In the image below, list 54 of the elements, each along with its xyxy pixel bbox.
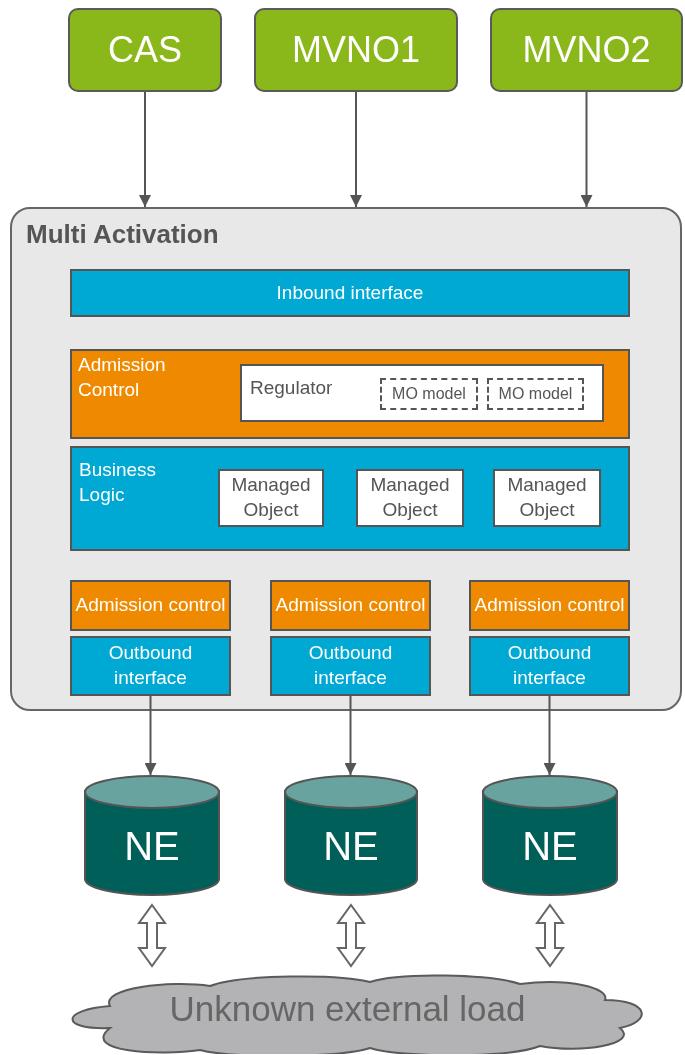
- interface-bar: [469, 636, 630, 696]
- node-label: NE: [124, 823, 180, 869]
- layer-panel: [70, 446, 630, 551]
- panel-title: Multi Activation: [26, 219, 219, 250]
- node-label: Business Logic: [79, 458, 158, 507]
- node-label: Managed Object: [369, 473, 451, 522]
- node-label: Unknown external load: [169, 989, 526, 1029]
- node-label: MO model: [498, 383, 573, 404]
- node-label: Admission control: [275, 593, 426, 618]
- node-label: CAS: [108, 29, 182, 71]
- double-arrow: [137, 903, 167, 968]
- interface-bar: [70, 636, 231, 696]
- node-label: Managed Object: [230, 473, 312, 522]
- node-label: Inbound interface: [276, 280, 424, 305]
- arrow: [344, 695, 357, 776]
- interface-bar: [270, 636, 431, 696]
- node-label: Outbound interface: [107, 641, 194, 690]
- control-bar: [70, 580, 231, 631]
- node-label: NE: [323, 823, 379, 869]
- model-box: [487, 378, 584, 410]
- node-label: MO model: [392, 383, 466, 404]
- system-box: [68, 8, 222, 92]
- node-label: Admission control: [75, 593, 226, 618]
- node-label: Outbound interface: [506, 641, 593, 690]
- system-box: [254, 8, 458, 92]
- node-label: Regulator: [250, 376, 333, 400]
- node-label: Admission control: [474, 593, 625, 618]
- interface-bar: [70, 269, 630, 317]
- system-panel: [10, 207, 682, 711]
- node-label: Admission Control: [78, 353, 167, 402]
- arrow: [350, 91, 362, 208]
- database-cylinder: [283, 775, 419, 897]
- double-arrow: [336, 903, 366, 968]
- database-cylinder: [83, 775, 221, 897]
- arrow: [580, 91, 593, 208]
- control-bar: [270, 580, 431, 631]
- database-cylinder: [481, 775, 619, 897]
- model-box: [380, 378, 478, 410]
- node-label: Outbound interface: [307, 641, 394, 690]
- object-box: [356, 469, 464, 527]
- node-label: MVNO2: [522, 29, 651, 71]
- node-label: NE: [522, 823, 578, 869]
- control-bar: [469, 580, 630, 631]
- arrow: [543, 695, 556, 776]
- layer-panel: [70, 349, 630, 439]
- node-label: Managed Object: [506, 473, 588, 522]
- node-label: MVNO1: [292, 29, 420, 71]
- double-arrow: [535, 903, 565, 968]
- system-box: [490, 8, 683, 92]
- regulator-panel: [240, 364, 604, 422]
- arrow: [144, 695, 157, 776]
- arrow: [139, 91, 151, 208]
- object-box: [493, 469, 601, 527]
- object-box: [218, 469, 324, 527]
